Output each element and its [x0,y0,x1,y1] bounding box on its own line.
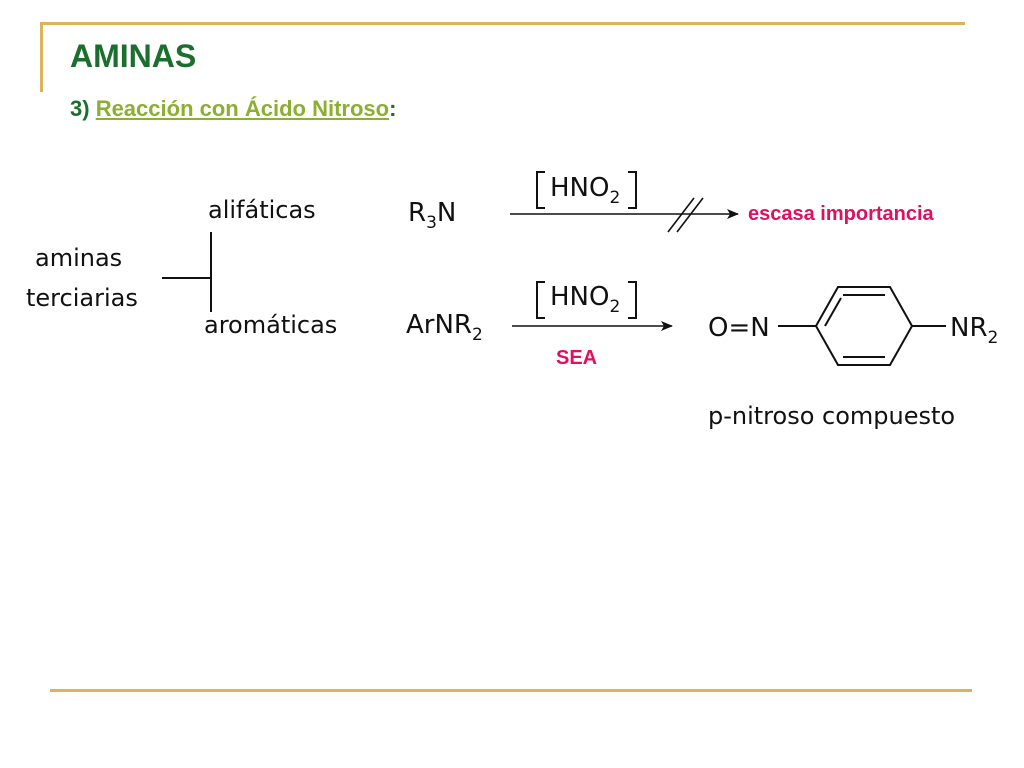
reagent-hno2-bottom-subscript: 2 [609,297,620,317]
reagent-bracket-left-2 [536,281,545,319]
branch-label-alifaticas: alifáticas [208,196,316,224]
reagent-bracket-right-2 [628,281,637,319]
product-nitroso-group: O=N [708,313,770,343]
class-label-terciarias: terciarias [26,284,138,312]
reactant-r3n: R3N [408,198,456,233]
reactant-arnr2: ArNR2 [406,310,483,345]
reactant-r3n-subscript: 3 [426,213,437,233]
reactant-arnr2-subscript: 2 [472,325,483,345]
slide-title: AMINAS [70,38,197,74]
subtitle-suffix: : [389,96,397,121]
blocked-slash-2 [676,197,704,233]
product-name: p-nitroso compuesto [708,402,955,430]
reagent-hno2-bottom: HNO2 [550,282,620,317]
reactant-r3n-r: R [408,198,426,228]
result-note-escasa: escasa importancia [748,203,935,225]
class-label-aminas: aminas [35,244,122,272]
benzene-ring [814,286,914,366]
top-decor-line [40,22,965,25]
branch-label-aromaticas: aromáticas [204,311,337,339]
mechanism-label-sea: SEA [556,347,597,369]
product-amine-main: NR [950,313,988,343]
ring-double-bond-left [824,297,842,327]
bottom-decor-line [50,689,972,692]
blocked-slash-1 [667,197,695,233]
reagent-hno2: HNO2 [550,173,620,208]
slide-subtitle: 3) Reacción con Ácido Nitroso: [70,96,396,122]
reagent-hno2-bottom-symbol: HNO [550,282,609,312]
reagent-bracket-right [628,171,637,209]
left-decor-line [40,22,43,92]
reagent-bracket-left [536,171,545,209]
product-amine-group: NR2 [950,313,998,348]
subtitle-link[interactable]: Reacción con Ácido Nitroso [95,96,390,121]
subtitle-prefix: 3) [70,96,96,121]
reagent-hno2-subscript: 2 [609,188,620,208]
product-amine-subscript: 2 [988,328,999,348]
reactant-arnr2-main: ArNR [406,310,472,340]
reactant-r3n-n: N [437,198,456,228]
reagent-hno2-symbol: HNO [550,173,609,203]
